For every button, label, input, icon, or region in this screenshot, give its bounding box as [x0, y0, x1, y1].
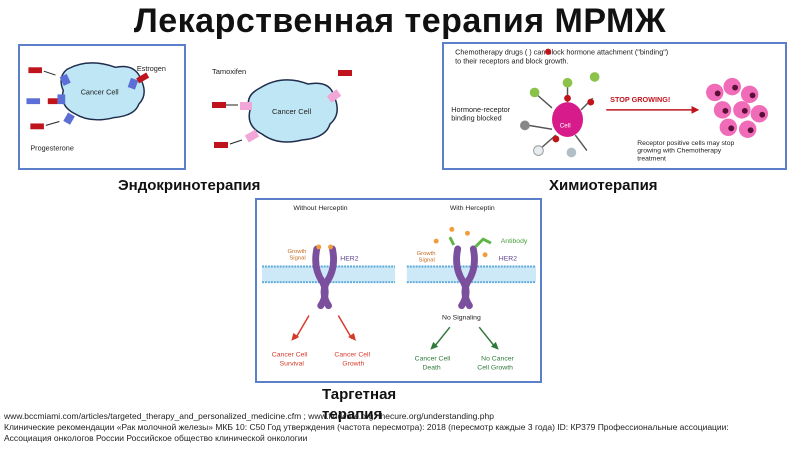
- ligand: [589, 72, 600, 82]
- hormone-red: [28, 67, 42, 74]
- no-growth-label-2: Cell Growth: [477, 364, 513, 371]
- growth-signal-label: Growth: [287, 249, 306, 255]
- chemo-drug-dot: [545, 48, 552, 55]
- tamoxifen-pink: [326, 89, 342, 103]
- green-arrow-left: [433, 326, 451, 348]
- growth-signal-dot: [449, 226, 455, 232]
- targeted-caption: Таргетная терапия: [322, 386, 397, 423]
- chemotherapy-caption: Химиотерапия: [549, 177, 658, 194]
- hormone-red: [338, 70, 352, 76]
- chemo-top-text: Chemotherapy drugs ( ) can block hormone…: [455, 48, 668, 57]
- estrogen-label: Estrogen: [137, 64, 166, 73]
- cancer-cell-label: Cancer Cell: [272, 107, 312, 116]
- tamoxifen-pink: [244, 129, 260, 143]
- cancer-cell-label: Cancer Cell: [81, 87, 119, 96]
- receptor-note-3: treatment: [637, 155, 666, 162]
- growth-outcome-label: Cancer Cell: [334, 352, 370, 359]
- tamoxifen-diagram: Tamoxifen Cancer Cell: [190, 44, 360, 170]
- hormone-red: [136, 72, 150, 84]
- without-herceptin-label: Without Herceptin: [293, 205, 347, 212]
- endocrine-svg: Cancer Cell Estrogen Progesterone: [26, 62, 166, 153]
- growth-signal-dot: [482, 252, 488, 258]
- chemo-svg: Chemotherapy drugs ( ) can block hormone…: [451, 48, 769, 162]
- hormone-red: [212, 102, 226, 108]
- hormone-red: [30, 123, 44, 130]
- ligand: [562, 77, 573, 88]
- chemo-drug: [552, 135, 560, 143]
- slide-title: Лекарственная терапия МРМЖ: [133, 2, 667, 40]
- endocrine-diagram: Cancer Cell Estrogen Progesterone: [18, 44, 186, 170]
- tamoxifen-pink: [240, 102, 252, 110]
- ligand: [520, 120, 530, 131]
- no-signaling-label: No Signaling: [442, 314, 481, 321]
- green-arrow-right: [478, 326, 496, 348]
- chemotherapy-diagram: Chemotherapy drugs ( ) can block hormone…: [442, 42, 787, 170]
- with-herceptin-label: With Herceptin: [450, 205, 495, 212]
- her2-receptor-left: [312, 244, 337, 310]
- no-growth-label: No Cancer: [481, 355, 514, 362]
- hormone-red: [214, 142, 228, 148]
- blocked-label-2: binding blocked: [451, 114, 501, 123]
- antibody-label: Antibody: [501, 238, 528, 245]
- cancer-cell-shape: [60, 62, 145, 121]
- ligand: [529, 87, 540, 98]
- growth-signal2-label: Growth: [417, 251, 436, 257]
- chemo-drug: [587, 98, 595, 106]
- death-label-2: Death: [422, 364, 440, 371]
- receptor-note-2: growing with Chemotherapy: [637, 148, 721, 155]
- her2-label-right: HER2: [499, 256, 517, 263]
- reference-associations: Ассоциация онкологов России Российское о…: [4, 433, 308, 443]
- death-label: Cancer Cell: [415, 355, 451, 362]
- chemo-cell: [552, 102, 584, 137]
- stop-growing-label: STOP GROWING!: [610, 95, 670, 104]
- arrow: [45, 121, 60, 126]
- red-arrow-left: [294, 315, 310, 340]
- endocrine-caption: Эндокринотерапия: [118, 177, 261, 194]
- receptor-note: Receptor positive cells may stop: [637, 140, 734, 147]
- blocked-label: Hormone-receptor: [451, 105, 510, 114]
- growth-signal-dot: [465, 230, 470, 236]
- growth-signal-dot: [433, 238, 439, 244]
- survival-label: Cancer Cell: [272, 352, 308, 359]
- survival-label-2: Survival: [280, 360, 305, 367]
- cell-label: Cell: [560, 122, 571, 129]
- chemo-top-text-2: to their receptors and block growth.: [455, 56, 568, 65]
- her2-label-left: HER2: [340, 256, 358, 263]
- hormone-red: [47, 98, 58, 105]
- growth-outcome-label-2: Growth: [342, 360, 364, 367]
- red-arrow-right: [337, 315, 353, 340]
- progesterone-label: Progesterone: [30, 144, 74, 153]
- targeted-therapy-diagram: Without Herceptin With Herceptin Growth …: [255, 198, 542, 383]
- tamoxifen-label: Tamoxifen: [212, 67, 246, 76]
- chemo-drug: [564, 94, 571, 102]
- receptor-blue: [59, 73, 71, 86]
- cell-cluster: [706, 77, 769, 138]
- references-footer: www.bccmiami.com/articles/targeted_thera…: [4, 411, 796, 444]
- growth-signal-label-2: Signal: [289, 256, 305, 262]
- reference-links: www.bccmiami.com/articles/targeted_thera…: [4, 411, 494, 421]
- her2-receptor-right: [453, 245, 478, 310]
- cancer-cell-shape: [247, 79, 338, 143]
- reference-guidelines: Клинические рекомендации «Рак молочной ж…: [4, 422, 729, 432]
- ligand: [533, 145, 544, 156]
- receptor-blue: [127, 77, 139, 90]
- antibody: [448, 236, 492, 248]
- receptor-blue: [57, 94, 66, 105]
- growth-signal2-label-2: Signal: [419, 258, 435, 264]
- ligand: [566, 147, 577, 158]
- blocked-arrow: [229, 139, 243, 145]
- hormone-blue: [26, 98, 41, 105]
- her2-svg: Without Herceptin With Herceptin Growth …: [262, 205, 536, 371]
- receptor-blue: [63, 112, 75, 125]
- arrow: [43, 70, 56, 76]
- tamoxifen-svg: Tamoxifen Cancer Cell: [212, 67, 352, 148]
